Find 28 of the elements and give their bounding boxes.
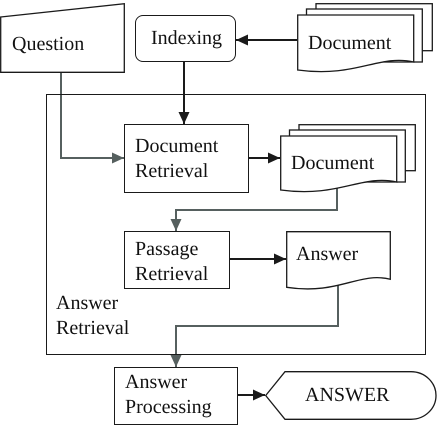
arrow bbox=[60, 73, 124, 164]
node-label: Document bbox=[291, 151, 374, 176]
node-label: Answer Processing bbox=[125, 370, 213, 420]
node-label: Question bbox=[12, 32, 84, 57]
arrow bbox=[249, 152, 280, 164]
display-shape bbox=[265, 371, 436, 420]
node-label: Document bbox=[308, 31, 392, 56]
process-box bbox=[124, 231, 230, 289]
group-label: Answer Retrieval bbox=[56, 291, 130, 341]
process-box bbox=[124, 124, 249, 193]
node-label: Indexing bbox=[150, 26, 224, 51]
multi-document-shape bbox=[297, 3, 433, 74]
node-label: Answer bbox=[296, 242, 358, 267]
process-box bbox=[114, 367, 238, 425]
node-label: ANSWER bbox=[305, 383, 390, 408]
node-label: Passage Retrieval bbox=[135, 237, 210, 287]
manual-input-shape bbox=[0, 3, 125, 73]
node-label: Document Retrieval bbox=[135, 134, 220, 184]
arrow bbox=[170, 285, 339, 367]
arrow bbox=[238, 390, 265, 400]
arrow bbox=[170, 188, 338, 231]
multi-document-shape bbox=[280, 124, 416, 194]
arrow bbox=[236, 34, 297, 46]
arrow bbox=[230, 254, 286, 264]
group-frame bbox=[46, 94, 426, 355]
process-box bbox=[135, 15, 236, 62]
document-shape bbox=[286, 231, 391, 292]
arrow bbox=[178, 62, 190, 124]
